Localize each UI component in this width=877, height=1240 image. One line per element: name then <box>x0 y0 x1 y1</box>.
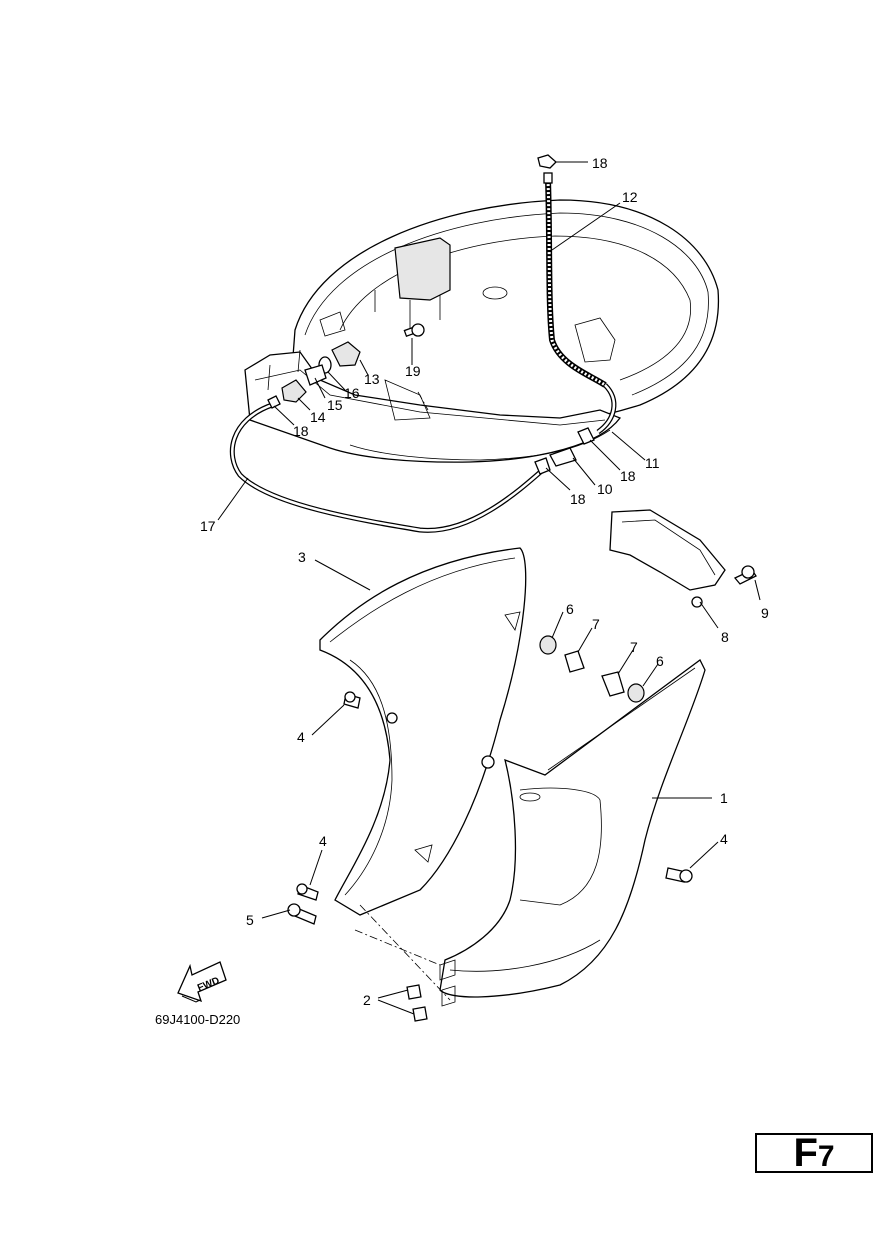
callout-4: 4 <box>297 729 305 745</box>
callout-19: 19 <box>405 363 421 379</box>
callout-7: 7 <box>592 616 600 632</box>
callout-17: 17 <box>200 518 216 534</box>
page-tag-letter: F <box>793 1131 818 1175</box>
callout-8: 8 <box>721 629 729 645</box>
callout-18: 18 <box>570 491 586 507</box>
callout-4: 4 <box>319 833 327 849</box>
hose-17 <box>229 402 547 533</box>
flushing-hose-12 <box>543 172 607 388</box>
callout-2: 2 <box>363 992 371 1008</box>
callout-12: 12 <box>622 189 638 205</box>
callout-5: 5 <box>246 912 254 928</box>
callout-10: 10 <box>597 481 613 497</box>
callout-4: 4 <box>720 831 728 847</box>
grommets-and-screws <box>539 635 645 703</box>
callout-16: 16 <box>344 385 360 401</box>
callout-9: 9 <box>761 605 769 621</box>
callout-15: 15 <box>327 397 343 413</box>
bracket-8 <box>609 509 757 608</box>
alignment-lines <box>354 391 451 1001</box>
callout-3: 3 <box>298 549 306 565</box>
hose-11 <box>596 383 617 435</box>
fwd-arrow-icon: FWD <box>177 961 227 1003</box>
cowling-side-3 <box>319 547 527 916</box>
nuts-2 <box>406 959 456 1022</box>
cowling-side-1 <box>439 659 706 998</box>
callout-18: 18 <box>592 155 608 171</box>
page-tag-number: 7 <box>817 1140 835 1173</box>
page-tag: F 7 <box>755 1133 873 1173</box>
callout-11: 11 <box>645 455 660 471</box>
callout-labels: 18 12 19 13 16 15 14 18 11 18 10 18 17 3… <box>200 155 769 1008</box>
callout-18: 18 <box>620 468 636 484</box>
leader-lines <box>217 161 761 1015</box>
callout-18: 18 <box>293 423 309 439</box>
callout-14: 14 <box>310 409 326 425</box>
callout-6: 6 <box>566 601 574 617</box>
callout-6: 6 <box>656 653 664 669</box>
bottom-cowling-tray <box>244 199 720 463</box>
figure-code: 69J4100-D220 <box>155 1012 240 1027</box>
callout-7: 7 <box>630 639 638 655</box>
bolts <box>287 691 693 925</box>
fittings <box>267 154 595 475</box>
callout-1: 1 <box>720 790 728 806</box>
callout-13: 13 <box>364 371 380 387</box>
